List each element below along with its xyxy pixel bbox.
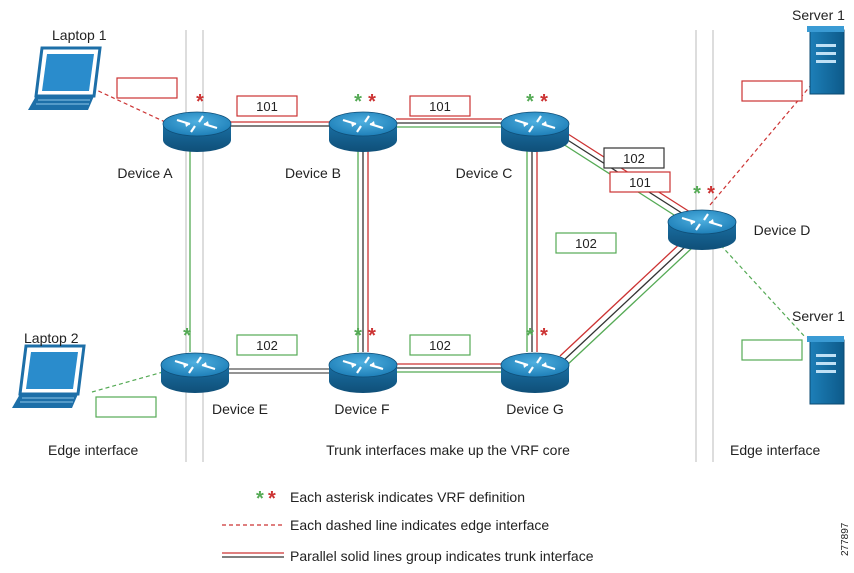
vrf-label-fg: 102 (429, 338, 451, 353)
router-d-icon (666, 208, 738, 252)
device-e-label: Device E (212, 401, 268, 417)
router-e-icon (159, 351, 231, 395)
vrf-label-cg: 102 (575, 236, 597, 251)
trunk-gd (559, 237, 693, 367)
edge-link-laptop2-e (91, 369, 171, 393)
asterisk-b-green: * (354, 91, 362, 113)
vrf-label-cd-lower: 101 (629, 175, 651, 190)
laptop-2-label: Laptop 2 (24, 330, 79, 346)
device-labels: Device A Device B Device C Device D Devi… (117, 165, 810, 417)
vrf-box-cg: 102 (555, 232, 617, 254)
edge-box-server-top (741, 80, 803, 102)
legend-asterisk-green-icon: * (256, 488, 264, 510)
vrf-box-cd-lower: 101 (609, 171, 671, 193)
vrf-box-ef: 102 (236, 334, 298, 356)
device-f-label: Device F (334, 401, 389, 417)
laptop-1-icon (26, 46, 102, 112)
vrf-label-ab: 101 (256, 99, 278, 114)
legend-solid-lines-icon (222, 552, 284, 558)
vrf-box-bc: 101 (409, 95, 471, 117)
asterisk-g-green: * (526, 325, 534, 347)
trunk-bf (357, 140, 369, 352)
trunk-ef (224, 368, 330, 374)
asterisk-a-red: * (196, 91, 204, 113)
router-f-icon (327, 351, 399, 395)
trunk-ab (224, 121, 330, 127)
device-d-label: Device D (754, 222, 811, 238)
zone-center-label: Trunk interfaces make up the VRF core (326, 442, 570, 458)
vrf-box-fg: 102 (409, 334, 471, 356)
vrf-box-cd-upper: 102 (603, 147, 665, 169)
asterisk-d-red: * (707, 183, 715, 205)
vrf-label-bc: 101 (429, 99, 451, 114)
asterisk-g-red: * (540, 325, 548, 347)
device-a-label: Device A (117, 165, 173, 181)
legend-asterisk-text: Each asterisk indicates VRF definition (290, 489, 525, 505)
trunk-links (189, 118, 693, 374)
device-g-label: Device G (506, 401, 564, 417)
legend-dashed-text: Each dashed line indicates edge interfac… (290, 517, 549, 533)
zone-right-label: Edge interface (730, 442, 820, 458)
vrf-boxes: 101 101 102 101 102 102 102 (236, 95, 671, 356)
trunk-fg (396, 363, 502, 373)
legend-asterisk-red-icon: * (268, 488, 276, 510)
asterisk-c-red: * (540, 91, 548, 113)
edge-box-laptop1 (116, 77, 178, 99)
edge-boxes (95, 77, 803, 418)
asterisk-e-green: * (183, 325, 191, 347)
laptop-2-icon (10, 344, 86, 410)
laptop-1-label: Laptop 1 (52, 27, 107, 43)
figure-id: 277897 (840, 522, 851, 556)
router-b-icon (327, 110, 399, 154)
vrf-label-cd-upper: 102 (623, 151, 645, 166)
server-bottom-label: Server 1 (792, 308, 845, 324)
server-top-label: Server 1 (792, 7, 845, 23)
server-bottom-icon (806, 335, 845, 405)
router-a-icon (161, 110, 233, 154)
zone-labels: Edge interface Trunk interfaces make up … (48, 442, 820, 458)
device-b-label: Device B (285, 165, 341, 181)
asterisk-b-red: * (368, 91, 376, 113)
edge-box-laptop2 (95, 396, 157, 418)
device-c-label: Device C (456, 165, 513, 181)
vrf-asterisks: * * * * * * * * * * * * (183, 91, 715, 347)
server-top-icon (806, 25, 845, 95)
vrf-label-ef: 102 (256, 338, 278, 353)
edge-link-d-server-bottom (715, 239, 807, 339)
trunk-bc (396, 118, 502, 128)
edge-link-d-server-top (709, 83, 813, 206)
asterisk-f-red: * (368, 325, 376, 347)
zone-left-label: Edge interface (48, 442, 138, 458)
asterisk-f-green: * (354, 325, 362, 347)
asterisk-d-green: * (693, 183, 701, 205)
router-c-icon (499, 110, 571, 154)
edge-box-server-bottom (741, 339, 803, 361)
legend: * * Each asterisk indicates VRF definiti… (222, 488, 594, 564)
trunk-cg (526, 140, 538, 352)
router-g-icon (499, 351, 571, 395)
asterisk-c-green: * (526, 91, 534, 113)
legend-solid-text: Parallel solid lines group indicates tru… (290, 548, 594, 564)
vrf-box-ab: 101 (236, 95, 298, 117)
